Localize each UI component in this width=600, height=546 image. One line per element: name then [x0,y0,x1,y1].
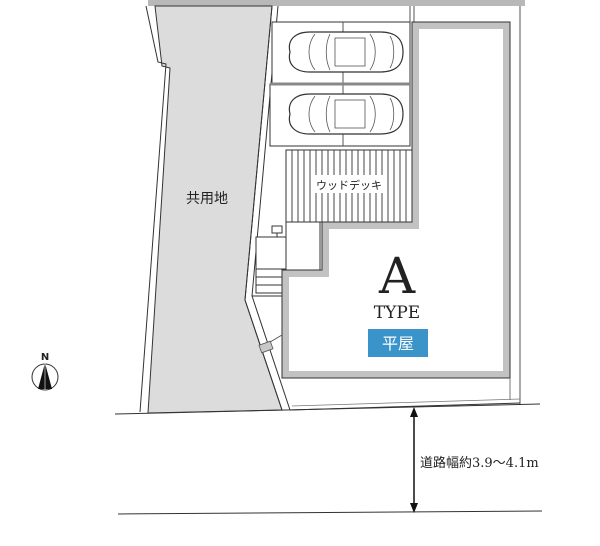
compass-north-icon [31,363,59,391]
car-icon [288,93,404,135]
house-style-badge [368,329,428,357]
road-width-arrow [410,407,418,513]
road-width-label: 道路幅約3.9〜4.1m [420,455,539,471]
road-edge-top [114,403,541,415]
house-type-word: TYPE [374,303,420,323]
entry-steps [255,268,283,294]
common-land-area [139,5,291,414]
house-type-letter: A [378,247,416,305]
wood-deck [285,149,413,223]
top-boundary-band [148,0,525,6]
compass-north-label: N [41,352,49,363]
wood-deck-label: ウッドデッキ [316,178,382,192]
house-style-badge-label: 平屋 [382,334,414,353]
entry-porch [255,221,321,271]
car-icon [288,31,404,73]
road-edge-bottom [117,510,543,515]
common-land-label: 共用地 [186,191,228,207]
meter-box [258,340,274,354]
